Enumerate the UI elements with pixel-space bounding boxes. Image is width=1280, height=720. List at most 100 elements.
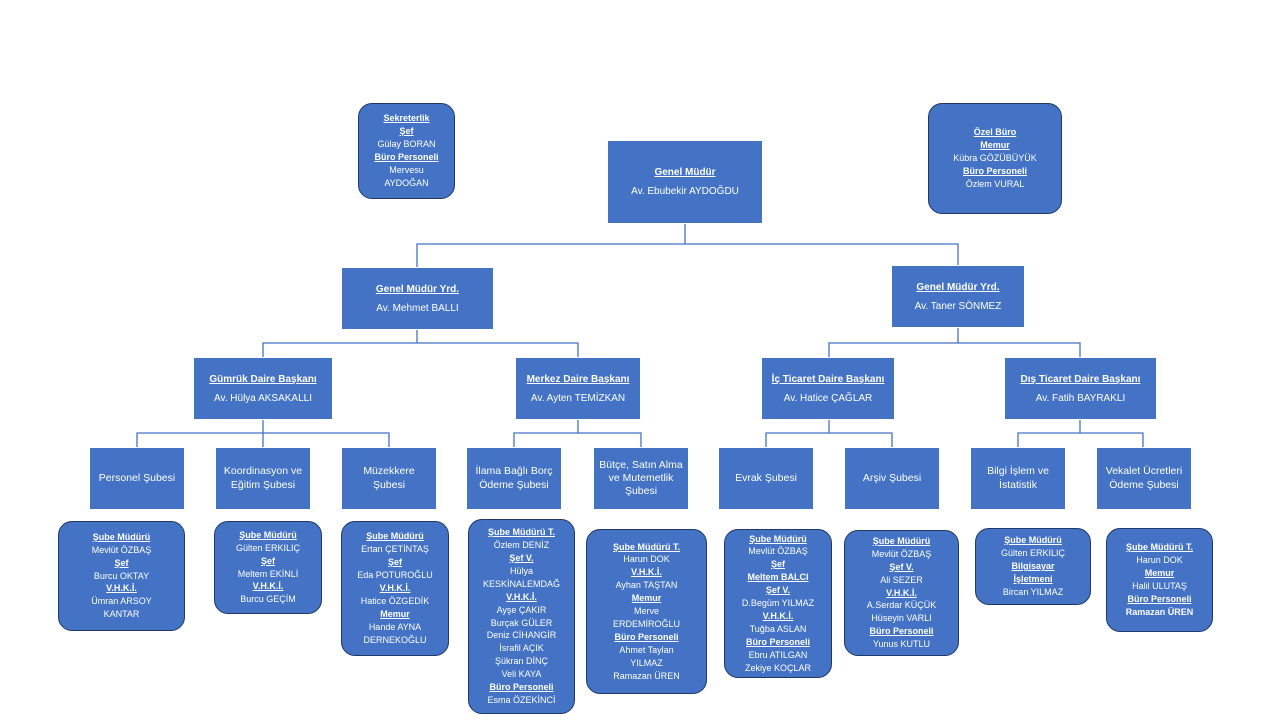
branch-koordinasyon-box: Koordinasyon ve Eğitim Şubesi — [215, 447, 311, 510]
staff-name: Mervesu — [389, 164, 424, 175]
role-heading: Şube Müdürü — [1004, 535, 1062, 546]
staff-name: Özlem DENİZ — [493, 540, 550, 551]
staff-name: Ayşe ÇAKIR — [496, 604, 547, 615]
role-heading: Büro Personeli — [869, 626, 934, 637]
connector-gumruk-branches — [136, 419, 390, 447]
staff-name: Bircan YILMAZ — [1002, 586, 1064, 597]
staff-name: Esma ÖZEKİNCİ — [487, 694, 556, 705]
role-heading: Şef V. — [889, 561, 914, 572]
department-dis-ticaret-title: Dış Ticaret Daire Başkanı — [1020, 373, 1141, 385]
branch-koordinasyon-label: Koordinasyon ve Eğitim Şubesi — [223, 465, 303, 491]
role-heading: Şube Müdürü — [366, 531, 424, 542]
role-heading: Özel Büro — [973, 127, 1017, 138]
role-heading: V.H.K.İ. — [631, 567, 662, 578]
staff-name: Ayhan TAŞTAN — [615, 580, 678, 591]
department-ic-ticaret-box: İç Ticaret Daire Başkanı Av. Hatice ÇAĞL… — [761, 357, 895, 420]
role-heading: Büro Personeli — [1127, 593, 1192, 604]
department-gumruk-box: Gümrük Daire Başkanı Av. Hülya AKSAKALLI — [193, 357, 333, 420]
role-heading: Şef V. — [509, 552, 534, 563]
role-heading: Şef — [260, 555, 275, 566]
role-heading: Büro Personeli — [489, 682, 554, 693]
branch-evrak-box: Evrak Şubesi — [718, 447, 814, 510]
staff-name: Hüseyin VARLI — [871, 613, 932, 624]
department-ic-ticaret-name: Av. Hatice ÇAĞLAR — [783, 392, 873, 404]
branch-personel-box: Personel Şubesi — [89, 447, 185, 510]
branch-evrak-label: Evrak Şubesi — [735, 471, 797, 484]
staff-name: Burcu OKTAY — [93, 570, 150, 581]
staff-name: Kübra GÖZÜBÜYÜK — [953, 153, 1037, 164]
role-heading: V.H.K.İ. — [106, 583, 137, 594]
department-dis-ticaret-name: Av. Fatih BAYRAKLI — [1035, 392, 1126, 404]
role-heading: Şube Müdürü T. — [1126, 542, 1193, 553]
staff-name: Eda POTUROĞLU — [357, 570, 433, 581]
role-heading: Memur — [631, 593, 662, 604]
branch-vekalet-box: Vekalet Ücretleri Ödeme Şubesi — [1096, 447, 1192, 510]
department-merkez-box: Merkez Daire Başkanı Av. Ayten TEMİZKAN — [515, 357, 641, 420]
staff-name: Mevlüt ÖZBAŞ — [91, 544, 152, 555]
genel-mudur-title: Genel Müdür — [654, 167, 716, 178]
role-heading: Şube Müdürü — [92, 531, 151, 542]
staff-name: Ebru ATILGAN — [748, 649, 808, 660]
role-heading: Memur — [1144, 568, 1175, 579]
staff-name: D.Begüm YILMAZ — [741, 598, 815, 609]
role-heading: Memur — [380, 608, 410, 619]
staff-name: Özlem VURAL — [965, 178, 1025, 189]
staff-name: Gülay BORAN — [377, 139, 436, 150]
branch-ilama-label: İlama Bağlı Borç Ödeme Şubesi — [475, 465, 553, 491]
role-heading: İşletmeni — [1013, 573, 1053, 584]
department-merkez-title: Merkez Daire Başkanı — [526, 373, 630, 385]
department-dis-ticaret-box: Dış Ticaret Daire Başkanı Av. Fatih BAYR… — [1004, 357, 1157, 420]
branch-muzekkere-box: Müzekkere Şubesi — [341, 447, 437, 510]
branch-vekalet-label: Vekalet Ücretleri Ödeme Şubesi — [1105, 465, 1183, 491]
role-heading: Şef — [114, 557, 129, 568]
deputy-left-title: Genel Müdür Yrd. — [375, 283, 460, 295]
staff-name: Ertan ÇETİNTAŞ — [361, 544, 429, 555]
deputy-left-box: Genel Müdür Yrd. Av. Mehmet BALLI — [341, 267, 494, 330]
staff-name: Zekiye KOÇLAR — [744, 662, 812, 673]
staff-name: Harun DOK — [1136, 555, 1183, 566]
role-heading: Şef — [399, 126, 414, 137]
role-heading: V.H.K.İ. — [762, 610, 794, 621]
role-heading: Memur — [980, 140, 1010, 151]
branch-bilgi-box: Bilgi İşlem ve İstatistik — [970, 447, 1066, 510]
staff-name: Yunus KUTLU — [872, 639, 931, 650]
staff-name: Deniz CİHANGİR — [486, 630, 557, 641]
department-ic-ticaret-title: İç Ticaret Daire Başkanı — [771, 373, 885, 385]
role-heading: Büro Personeli — [962, 165, 1027, 176]
role-heading: Şube Müdürü T. — [488, 527, 555, 538]
role-heading: V.H.K.İ. — [886, 587, 917, 598]
branch-butce-label: Bütçe, Satın Alma ve Mutemetlik Şubesi — [599, 458, 683, 498]
staff-name: AYDOĞAN — [384, 177, 429, 188]
role-heading: Büro Personeli — [614, 631, 679, 642]
role-heading: Sekreterlik — [383, 113, 430, 124]
branch-arsiv-box: Arşiv Şubesi — [844, 447, 940, 510]
connector-deputy-left-departments — [262, 329, 579, 357]
staff-name: Harun DOK — [623, 554, 670, 565]
department-gumruk-name: Av. Hülya AKSAKALLI — [213, 392, 313, 404]
staff-name: Hande AYNA — [368, 621, 422, 632]
staff-name: DERNEKOĞLU — [363, 634, 427, 645]
role-heading: V.H.K.İ. — [506, 591, 537, 602]
staff-name: Ahmet Taylan — [619, 644, 674, 655]
branch-ilama-box: İlama Bağlı Borç Ödeme Şubesi — [466, 447, 562, 510]
branch-bilgi-label: Bilgi İşlem ve İstatistik — [987, 465, 1049, 491]
role-heading: Şube Müdürü — [749, 533, 807, 544]
role-heading: Meltem BALCI — [747, 572, 809, 583]
role-heading: Büro Personeli — [374, 152, 439, 162]
connector-ic-ticaret-branches — [765, 419, 893, 447]
staff-name: Veli KAYA — [501, 669, 542, 680]
staff-name: Ali SEZER — [880, 574, 923, 585]
role-heading: V.H.K.İ. — [252, 581, 284, 592]
genel-mudur-box: Genel Müdür Av. Ebubekir AYDOĞDU — [607, 140, 763, 224]
connector-deputy-right-departments — [828, 327, 1081, 357]
role-heading: Şube Müdürü T. — [613, 541, 680, 552]
department-merkez-name: Av. Ayten TEMİZKAN — [530, 392, 626, 404]
staff-name: Hatice ÖZGEDİK — [360, 595, 430, 606]
